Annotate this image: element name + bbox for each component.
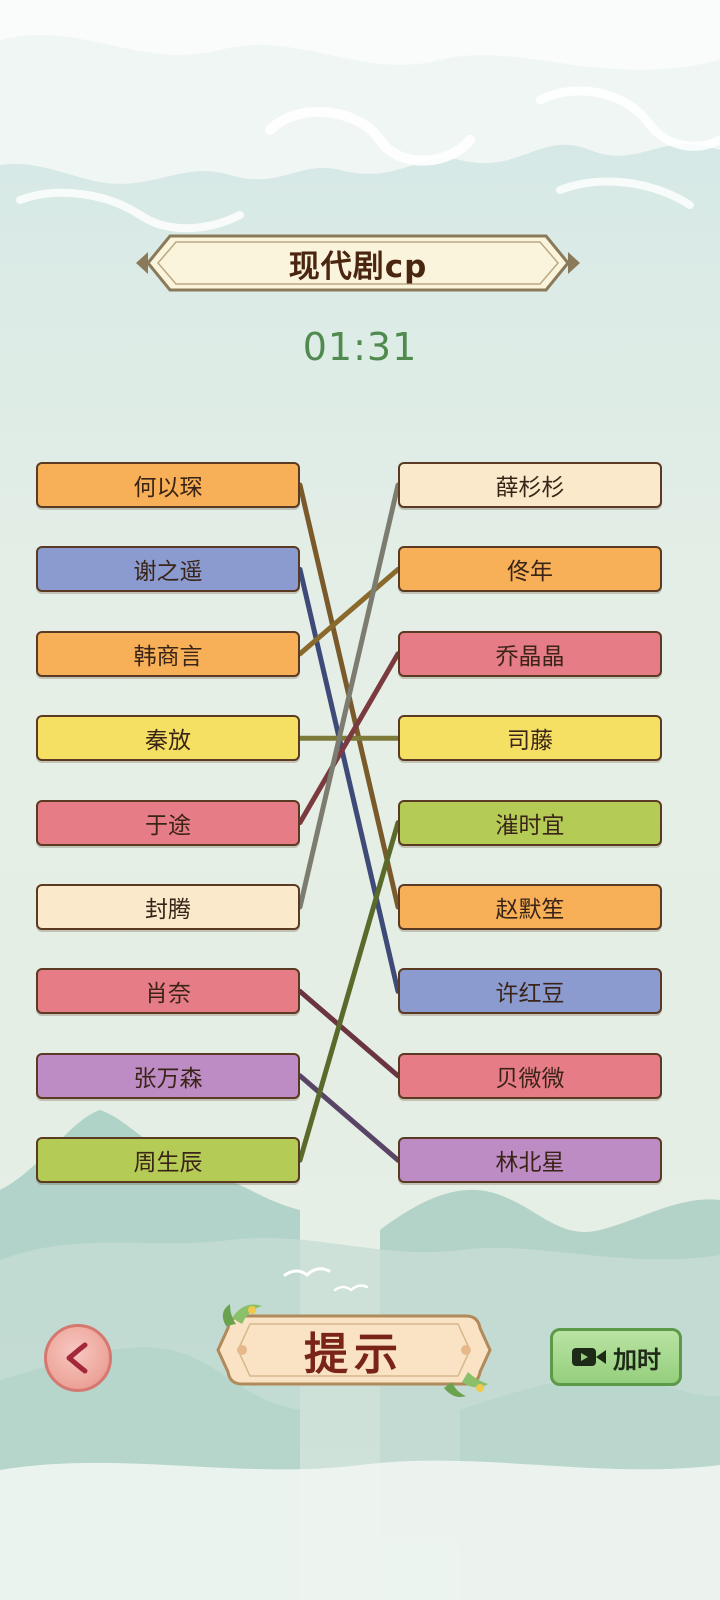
connection-line xyxy=(297,820,401,1163)
connection-line xyxy=(297,651,401,826)
hint-button-frame xyxy=(216,1304,492,1397)
right-name-box[interactable]: 贝微微 xyxy=(398,1053,662,1099)
chevron-left-icon xyxy=(66,1342,88,1374)
video-camera-icon xyxy=(572,1348,606,1366)
title-banner: 现代剧cp xyxy=(134,232,582,294)
left-name-box[interactable]: 何以琛 xyxy=(36,462,300,508)
connection-line xyxy=(297,566,401,657)
left-name-box[interactable]: 张万森 xyxy=(36,1053,300,1099)
right-name-box[interactable]: 许红豆 xyxy=(398,968,662,1014)
right-name-box[interactable]: 赵默笙 xyxy=(398,884,662,930)
left-name-box[interactable]: 韩商言 xyxy=(36,631,300,677)
connection-line xyxy=(297,566,401,994)
hint-button[interactable]: 提示 xyxy=(212,1296,496,1404)
connection-line xyxy=(297,482,401,910)
right-name-box[interactable]: 司藤 xyxy=(398,715,662,761)
add-time-label: 加时 xyxy=(613,1345,661,1374)
connection-line xyxy=(297,1073,401,1163)
left-name-box[interactable]: 肖奈 xyxy=(36,968,300,1014)
level-title: 现代剧cp xyxy=(288,248,428,285)
connection-line xyxy=(297,988,401,1079)
left-name-box[interactable]: 周生辰 xyxy=(36,1137,300,1183)
right-name-box[interactable]: 佟年 xyxy=(398,546,662,592)
right-name-box[interactable]: 薛杉杉 xyxy=(398,462,662,508)
hint-label: 提示 xyxy=(304,1329,404,1380)
left-name-box[interactable]: 封腾 xyxy=(36,884,300,930)
right-name-box[interactable]: 乔晶晶 xyxy=(398,631,662,677)
right-name-box[interactable]: 漼时宜 xyxy=(398,800,662,846)
left-name-box[interactable]: 谢之遥 xyxy=(36,546,300,592)
left-name-box[interactable]: 于途 xyxy=(36,800,300,846)
countdown-timer: 01:31 xyxy=(302,325,418,369)
back-button[interactable] xyxy=(44,1324,112,1392)
banner-frame xyxy=(136,234,580,292)
add-time-button[interactable]: 加时 xyxy=(550,1328,682,1386)
right-name-box[interactable]: 林北星 xyxy=(398,1137,662,1183)
left-name-box[interactable]: 秦放 xyxy=(36,715,300,761)
